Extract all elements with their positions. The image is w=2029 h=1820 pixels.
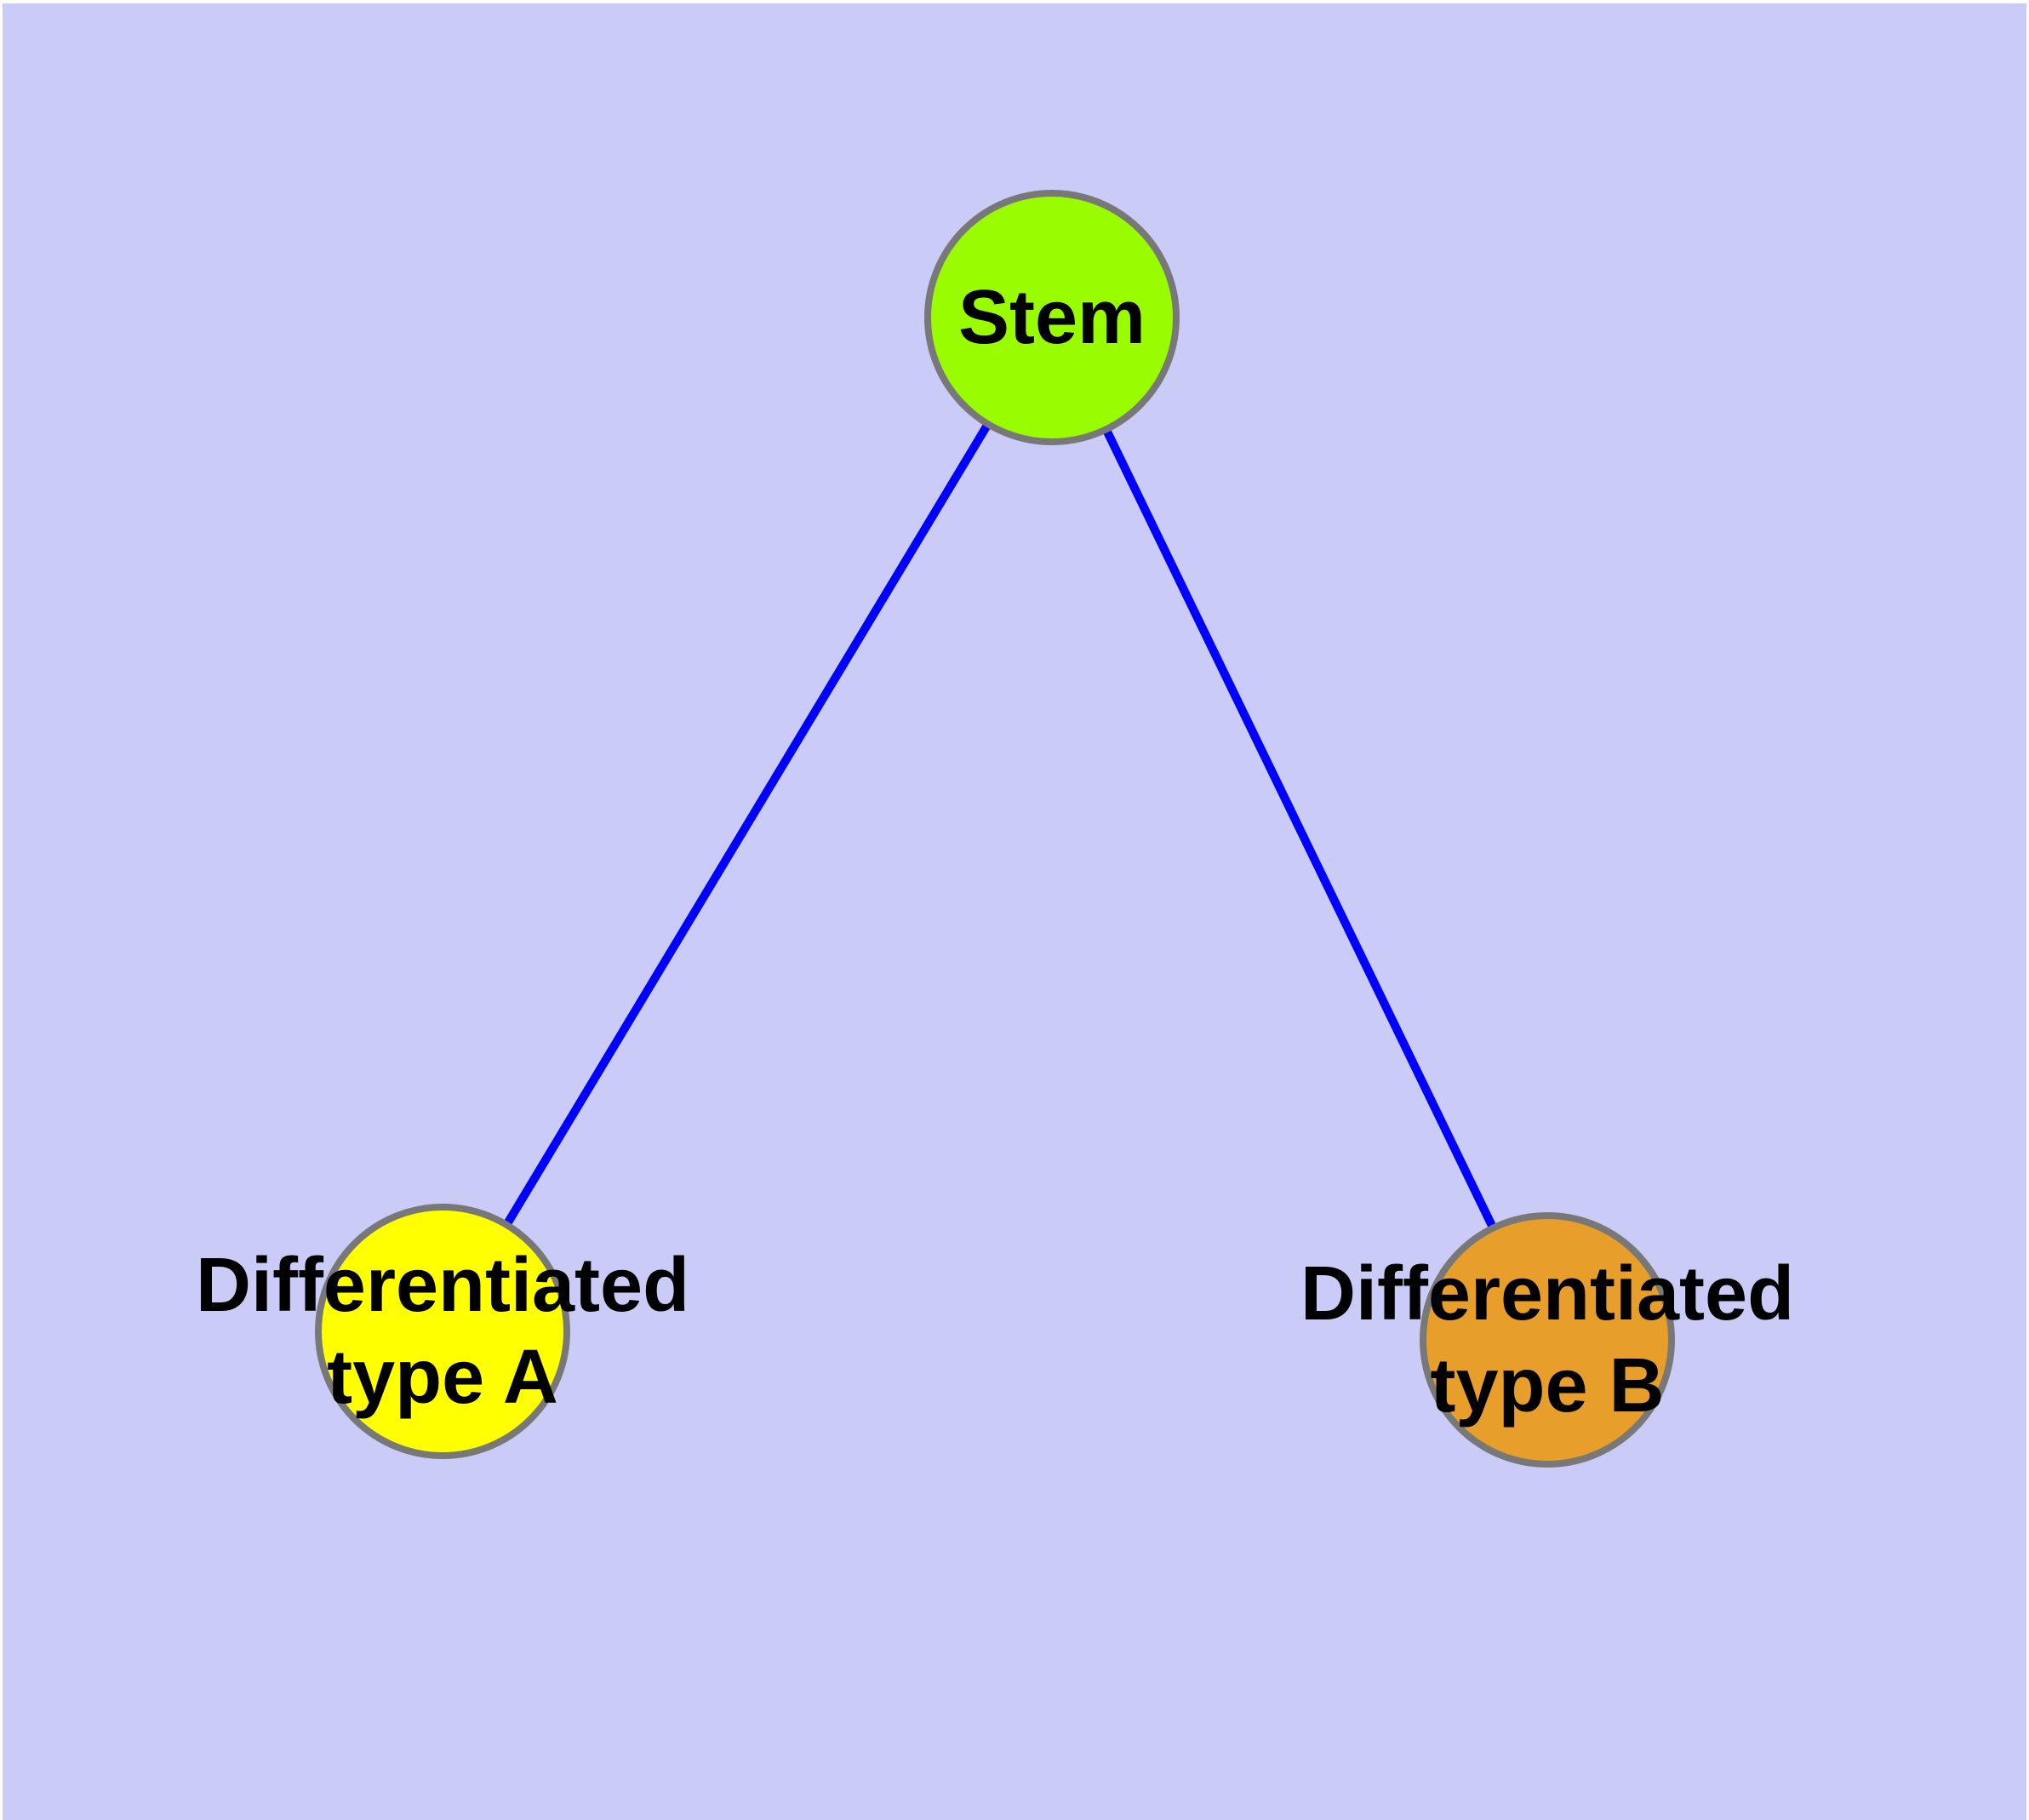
edge-stem-to-type-a	[438, 315, 1056, 1334]
edge-layer	[438, 315, 1552, 1342]
node-differentiated-type-b: Differentiated type B	[1300, 1212, 1794, 1468]
node-stem: Stem	[924, 190, 1180, 445]
node-stem-label: Stem	[957, 275, 1146, 360]
edge-stem-to-type-b	[1048, 315, 1552, 1342]
node-differentiated-type-a: Differentiated type A	[196, 1204, 689, 1459]
diagram-canvas: Stem Differentiated type A Differentiate…	[3, 3, 2026, 1820]
